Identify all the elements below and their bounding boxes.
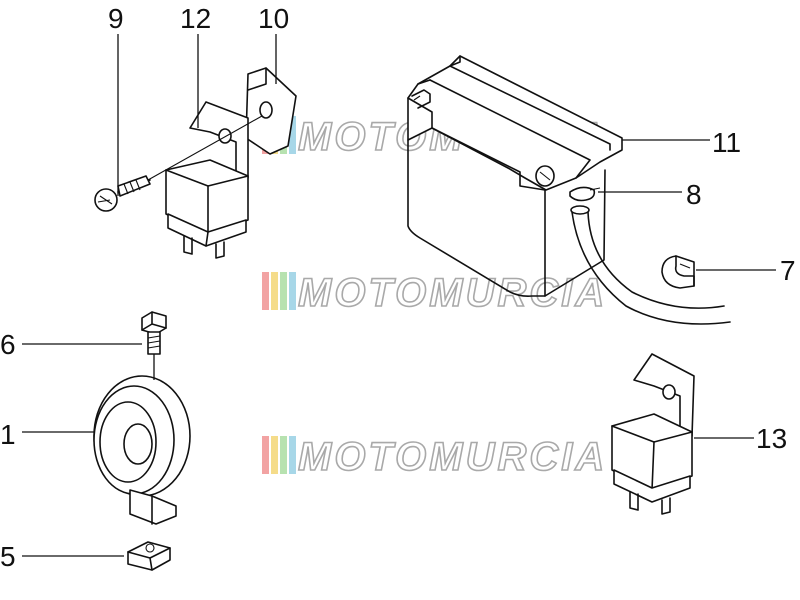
watermark-text: MOTOMURCIA — [298, 271, 607, 315]
callout-7: 7 — [780, 255, 796, 286]
relay-bottom-drawing — [611, 353, 695, 515]
callout-13: 13 — [756, 423, 787, 454]
battery-drawing — [407, 55, 731, 325]
callout-10: 10 — [258, 3, 289, 34]
watermark-middle: MOTOMURCIA — [262, 270, 607, 316]
watermark-stripe — [262, 272, 269, 310]
leader-lines — [22, 34, 776, 557]
watermark-bottom: MOTOMURCIA — [262, 434, 607, 480]
horn-drawing — [93, 311, 191, 571]
callout-6: 6 — [0, 329, 16, 360]
callout-9: 9 — [108, 3, 124, 34]
watermark-stripe — [280, 436, 287, 474]
callout-8: 8 — [686, 179, 702, 210]
callout-11: 11 — [712, 127, 741, 158]
relay-top-drawing — [94, 67, 297, 259]
callout-12: 12 — [180, 3, 211, 34]
watermark-stripe — [262, 436, 269, 474]
callout-5: 5 — [0, 541, 16, 572]
watermark-stripe — [289, 436, 296, 474]
watermark-stripe — [271, 436, 278, 474]
watermark-text: MOTOMURCIA — [298, 435, 607, 479]
clip-drawing — [661, 255, 695, 289]
callout-1: 1 — [0, 419, 16, 450]
watermark-stripe — [271, 272, 278, 310]
watermark-stripe — [280, 272, 287, 310]
watermark-stripe — [289, 272, 296, 310]
watermark-stripe — [289, 116, 296, 154]
